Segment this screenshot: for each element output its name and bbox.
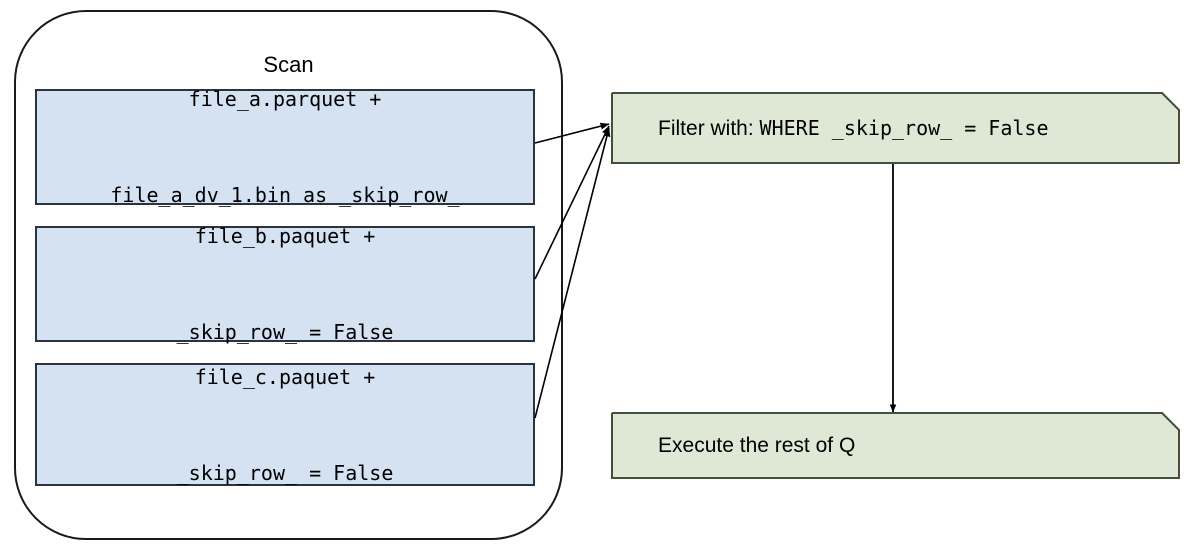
file-a-line-1: file_a.parquet + — [188, 87, 382, 111]
file-c-line-2: _skip_row_ = False — [176, 460, 394, 485]
scan-group-label: Scan — [263, 52, 314, 77]
file-b-line-2: _skip_row_ = False — [176, 320, 394, 344]
file-a-line-2: file_a_dv_1.bin as _skip_row_ — [110, 183, 460, 207]
execute-label: Execute the rest of Q — [658, 433, 856, 457]
filter-expression-label: WHERE _skip_row_ = False — [759, 115, 1049, 140]
file-b-line-1: file_b.paquet + — [194, 224, 376, 248]
file-box-file-a[interactable]: file_a.parquet + file_a_dv_1.bin as _ski… — [35, 87, 535, 207]
process-box-filter[interactable]: Filter with: WHERE _skip_row_ = False — [611, 92, 1180, 164]
file-c-line-1: file_c.paquet + — [194, 364, 376, 389]
file-box-file-b[interactable]: file_b.paquet + _skip_row_ = False — [35, 224, 535, 344]
filter-prefix-label: Filter with: — [658, 116, 760, 140]
process-box-execute[interactable]: Execute the rest of Q — [611, 412, 1180, 479]
file-box-file-c[interactable]: file_c.paquet + _skip_row_ = False — [35, 363, 535, 486]
